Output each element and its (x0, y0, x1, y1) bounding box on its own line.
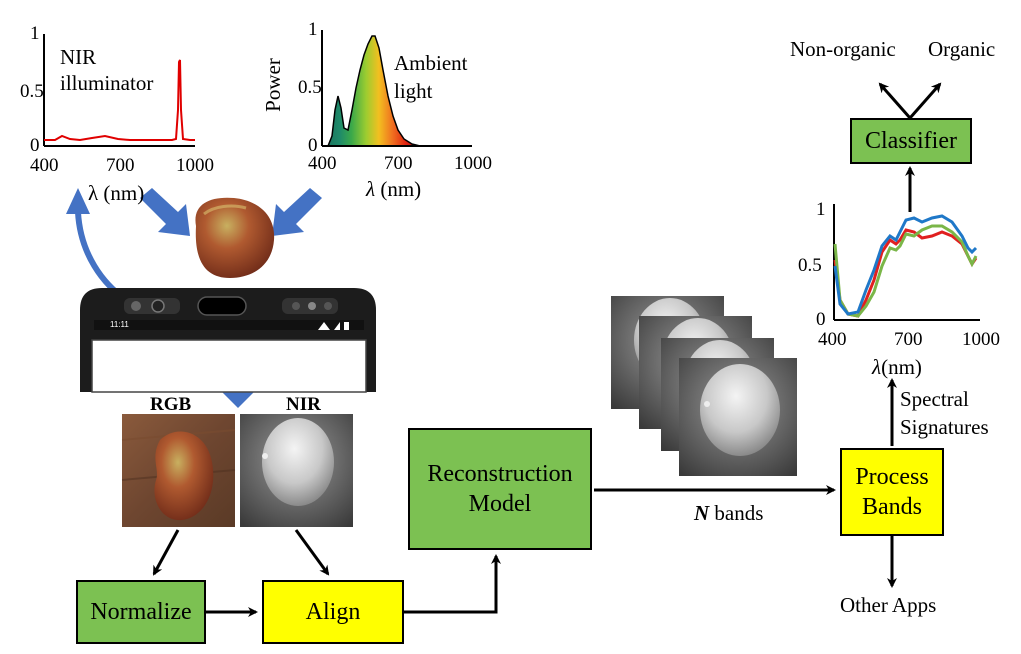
arrow-nir-to-align (294, 529, 330, 576)
sig-xtick-700: 700 (894, 329, 923, 350)
process-label-line2: Bands (862, 494, 922, 520)
align-box: Align (262, 580, 404, 644)
ambient-xtick-1000: 1000 (454, 153, 492, 174)
ambient-light-chart (321, 30, 472, 147)
blue-arrow-right (272, 188, 322, 236)
reconstruction-label-line1: Reconstruction (427, 461, 573, 487)
normalize-box: Normalize (76, 580, 206, 644)
lambda-symbol: λ (366, 177, 376, 201)
phone-screen (91, 339, 367, 393)
ambient-xtick-400: 400 (308, 153, 337, 174)
reconstruction-model-box: Reconstruction Model (408, 428, 592, 550)
nir-xtick-700: 700 (106, 155, 135, 176)
sensor-icon (308, 302, 316, 310)
unit-nm: (nm) (881, 355, 922, 379)
nir-xtick-400: 400 (30, 155, 59, 176)
nir-label: NIR (286, 394, 321, 415)
bands-text: bands (709, 501, 764, 525)
ambient-ytick-0: 0 (308, 135, 318, 156)
process-label-line1: Process (855, 464, 929, 490)
ambient-ytick-1: 1 (308, 19, 318, 40)
process-bands-box: Process Bands (840, 448, 944, 536)
phone (80, 288, 376, 393)
blue-curve-arrowhead (66, 188, 90, 214)
ambient-spectrum-area (322, 35, 421, 147)
nir-xlabel: λ (nm) (88, 181, 145, 205)
blue-arrow-left (140, 188, 190, 236)
spectral-signatures-line1: Spectral (900, 387, 969, 411)
band-image (679, 358, 797, 476)
ambient-label-line2: light (394, 79, 433, 103)
nir-ytick-0.5: 0.5 (20, 81, 44, 102)
apple-photo (195, 197, 275, 278)
ambient-ylabel: Power (260, 58, 285, 112)
speaker-icon (197, 296, 247, 316)
status-bar (94, 320, 364, 330)
flow-arrows (152, 82, 942, 617)
sig-ytick-1: 1 (816, 199, 826, 220)
nir-xtick-1000: 1000 (176, 155, 214, 176)
other-apps-label: Other Apps (840, 593, 937, 617)
nir-camera-icon (131, 301, 141, 311)
ambient-xlabel: λ (nm) (366, 178, 421, 200)
nir-illuminator-label-line2: illuminator (60, 71, 154, 95)
signature-line-blue (833, 214, 978, 316)
arrow-to-non-organic (878, 82, 912, 119)
signature-line-green (833, 224, 978, 318)
spectral-signature-chart (833, 204, 980, 321)
classifier-label: Classifier (865, 128, 957, 154)
sig-ytick-0.5: 0.5 (798, 255, 822, 276)
sensor-icon (324, 302, 332, 310)
non-organic-label: Non-organic (790, 37, 896, 61)
arrow-align-to-reconstruction (404, 554, 501, 614)
signal-icon (334, 322, 340, 330)
sig-xtick-400: 400 (818, 329, 847, 350)
organic-label: Organic (928, 37, 996, 61)
camera-lens-icon (151, 299, 165, 313)
arrow-rgb-to-normalize (152, 529, 180, 576)
nir-image (240, 414, 353, 527)
rgb-label: RGB (150, 394, 192, 415)
sig-xtick-1000: 1000 (962, 329, 1000, 350)
sensor-icon (292, 302, 300, 310)
nir-ytick-1: 1 (30, 23, 40, 44)
sig-xlabel: λ(nm) (872, 356, 922, 378)
normalize-label: Normalize (90, 599, 192, 625)
n-symbol: N (694, 501, 710, 525)
reconstruction-label-line2: Model (468, 491, 532, 517)
phone-status-time: 11:11 (110, 320, 129, 329)
spectral-signatures-line2: Signatures (900, 415, 989, 439)
arrow-to-organic (908, 82, 942, 119)
ambient-label-line1: Ambient (394, 51, 468, 75)
wifi-icon (318, 322, 330, 330)
band-image-stack (611, 296, 797, 476)
rgb-image (121, 414, 236, 527)
nir-illuminator-chart (43, 34, 195, 147)
nir-spectrum-line (44, 59, 195, 142)
classifier-box: Classifier (850, 118, 972, 164)
signature-line-red (833, 228, 978, 318)
sig-ytick-0: 0 (816, 309, 826, 330)
nir-ytick-0: 0 (30, 135, 40, 156)
battery-icon (344, 322, 349, 330)
align-label: Align (305, 599, 361, 625)
lambda-symbol: λ (872, 355, 882, 379)
unit-nm: (nm) (380, 177, 422, 201)
ambient-xtick-700: 700 (384, 153, 413, 174)
n-bands-label: N bands (694, 502, 763, 524)
nir-illuminator-label-line1: NIR (60, 45, 97, 69)
ambient-ytick-0.5: 0.5 (298, 77, 322, 98)
